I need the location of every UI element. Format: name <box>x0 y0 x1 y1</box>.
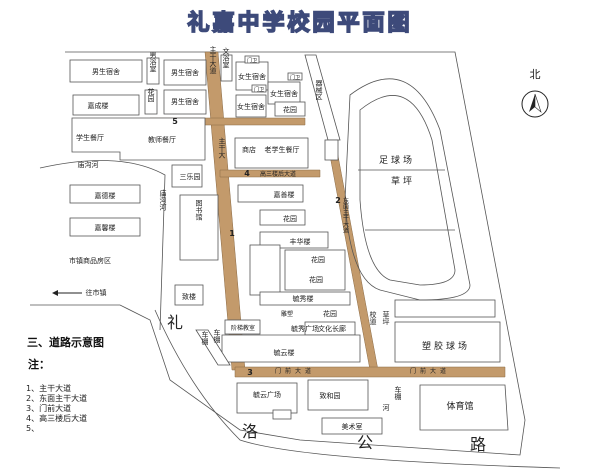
map-label: 花园 <box>147 87 155 103</box>
map-label: 男生宿舍 <box>171 97 199 106</box>
map-label: 庙沟河 <box>159 189 167 211</box>
map-label: 门卫 <box>290 74 300 81</box>
map-label: 嘉馨楼 <box>95 223 116 232</box>
map-label: 花园 <box>283 214 297 223</box>
map-label: 洛 <box>242 422 258 441</box>
road-number-1: 1 <box>229 229 235 238</box>
map-label: 门卫 <box>254 86 264 93</box>
map-label: 致楼 <box>182 292 196 301</box>
road-4-rear <box>219 169 321 178</box>
arrow-left-icon <box>52 290 82 296</box>
map-label: 文化长廊 <box>318 324 346 333</box>
road-3-front <box>234 366 506 378</box>
map-label: 公 <box>357 433 373 452</box>
map-label: 嘉善楼 <box>274 190 295 199</box>
map-label: 体育馆 <box>446 400 473 412</box>
campus-boundary <box>30 51 526 456</box>
legend-item: 4、高三楼后大道 <box>26 413 87 423</box>
map-label: 图书馆 <box>195 200 203 222</box>
road-legend: 三、道路示意图 注： 1、主干大道 2、东面主干大道 3、门前大道 4、高三楼后… <box>26 335 104 433</box>
map-label: 女生宿舍 <box>237 102 265 111</box>
map-label: 东面主干大道 <box>342 196 349 234</box>
map-label: 市镇商品房区 <box>69 256 111 265</box>
road-number-5: 5 <box>172 117 178 126</box>
legend-heading: 三、道路示意图 <box>27 335 104 349</box>
map-label: 门前大道 <box>275 367 315 375</box>
map-label: 门卫 <box>247 57 257 64</box>
map-label: 教师餐厅 <box>148 135 176 144</box>
road-edge <box>154 309 561 469</box>
buildings <box>69 54 509 435</box>
map-label: 男生宿舍 <box>92 67 120 76</box>
map-label: 阶梯教室 <box>231 324 255 332</box>
map-label: 车棚 <box>201 330 209 346</box>
legend-item: 2、东面主干大道 <box>26 393 87 403</box>
map-label: 文浴室 <box>222 47 230 69</box>
map-label: 车棚 <box>213 328 221 344</box>
map-label: 花园 <box>323 309 337 318</box>
road-number-4: 4 <box>244 169 250 178</box>
north-arrow-icon <box>521 90 549 118</box>
map-label: 河 <box>383 404 390 412</box>
legend-note: 注： <box>28 357 50 371</box>
map-label: 致和园 <box>320 391 341 400</box>
map-label: 路 <box>470 435 486 454</box>
map-label: 男生宿舍 <box>171 68 199 77</box>
map-label: 老学生餐厅 <box>265 145 300 154</box>
map-label: 毓云楼 <box>274 348 295 357</box>
map-labels: 男生宿舍 男浴室 男生宿舍 男生宿舍 花园 嘉成楼 学生餐厅 教师餐厅 主干大道… <box>69 45 486 454</box>
legend-item: 1、主干大道 <box>26 383 71 393</box>
map-label: 门前大道 <box>410 367 450 375</box>
map-label: 主干大道 <box>209 45 217 75</box>
map-label: 毓秀广场 <box>291 324 319 333</box>
map-label: 往市镇 <box>86 288 107 297</box>
map-label: 花园 <box>311 255 325 264</box>
map-label: 庙沟河 <box>78 160 99 169</box>
map-label: 花园 <box>309 275 323 284</box>
map-label: 嘉成楼 <box>88 101 109 110</box>
map-label: 女生宿舍 <box>270 89 298 98</box>
map-label: 学生餐厅 <box>76 133 104 142</box>
legend-item: 5、 <box>26 424 39 433</box>
map-label: 草坪 <box>391 175 415 187</box>
map-label: 三乐园 <box>180 172 201 181</box>
map-label: 草坪 <box>382 310 390 326</box>
map-label: 丰华楼 <box>290 237 311 246</box>
compass-label: 北 <box>530 68 541 81</box>
map-label: 器械区 <box>315 80 323 101</box>
road-number-3: 3 <box>247 368 253 377</box>
map-label: 校道 <box>369 310 377 326</box>
football-field <box>344 78 471 301</box>
map-title: 礼嘉中学校园平面图 <box>187 10 412 36</box>
map-label: 美术室 <box>342 422 363 431</box>
map-label: 花园 <box>283 105 297 114</box>
map-label: 塑胶球场 <box>422 340 470 352</box>
legend-item: 3、门前大道 <box>26 403 71 413</box>
map-label: 足球场 <box>379 154 415 166</box>
map-label: 商店 <box>242 145 256 154</box>
map-label: 礼 <box>167 313 183 332</box>
river-edge <box>39 160 166 331</box>
map-label: 车棚 <box>394 385 402 401</box>
map-label: 男浴室 <box>149 52 157 73</box>
map-label: 雕塑 <box>281 310 293 318</box>
map-label: 毓云广场 <box>253 390 281 399</box>
map-label: 高三楼后大道 <box>260 170 296 178</box>
map-label: 女生宿舍 <box>238 72 266 81</box>
map-label: 毓秀楼 <box>293 294 314 303</box>
road-number-2: 2 <box>335 196 341 205</box>
map-label: 嘉德楼 <box>95 191 116 200</box>
map-label: 主干大 <box>218 137 226 160</box>
